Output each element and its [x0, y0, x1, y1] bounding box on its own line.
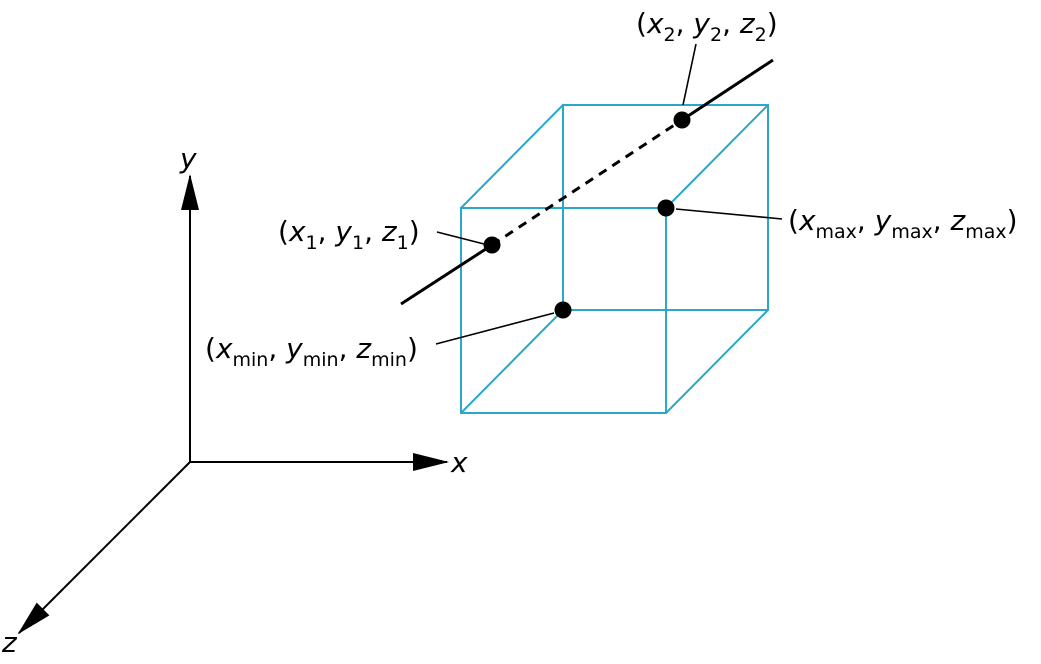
- line-segment: [400, 58, 774, 306]
- points: [483, 111, 691, 319]
- leader-lines: [435, 43, 783, 345]
- clipping-box: [460, 104, 769, 414]
- y-axis-label: y: [179, 142, 197, 175]
- leader-pmin: [435, 312, 555, 345]
- label-pmax: (xmax, ymax, zmax): [788, 204, 1018, 243]
- box-front-face: [460, 207, 667, 414]
- point-p1: [483, 236, 501, 254]
- label-pmin: (xmin, ymin, zmin): [205, 332, 418, 371]
- leader-p2: [682, 43, 697, 106]
- leader-p1: [436, 231, 485, 245]
- leader-pmax: [675, 208, 783, 220]
- box-edge-top-left: [460, 104, 564, 209]
- box-edge-bottom-right: [665, 309, 769, 414]
- box-edge-top-right: [665, 104, 769, 209]
- point-max: [657, 199, 675, 217]
- coordinate-axes: y x z: [1, 142, 468, 659]
- segment-outside-lower: [400, 243, 493, 306]
- box-edge-bottom-left: [460, 309, 564, 414]
- z-axis-label: z: [1, 626, 18, 659]
- label-p2: (x2, y2, z2): [636, 7, 778, 46]
- x-axis-label: x: [450, 446, 468, 479]
- segment-inside-dashed: [491, 118, 683, 247]
- point-min: [554, 301, 572, 319]
- z-axis-line: [17, 461, 191, 635]
- label-p1: (x1, y1, z1): [278, 215, 420, 254]
- point-p2: [673, 111, 691, 129]
- segment-outside-upper: [681, 58, 774, 122]
